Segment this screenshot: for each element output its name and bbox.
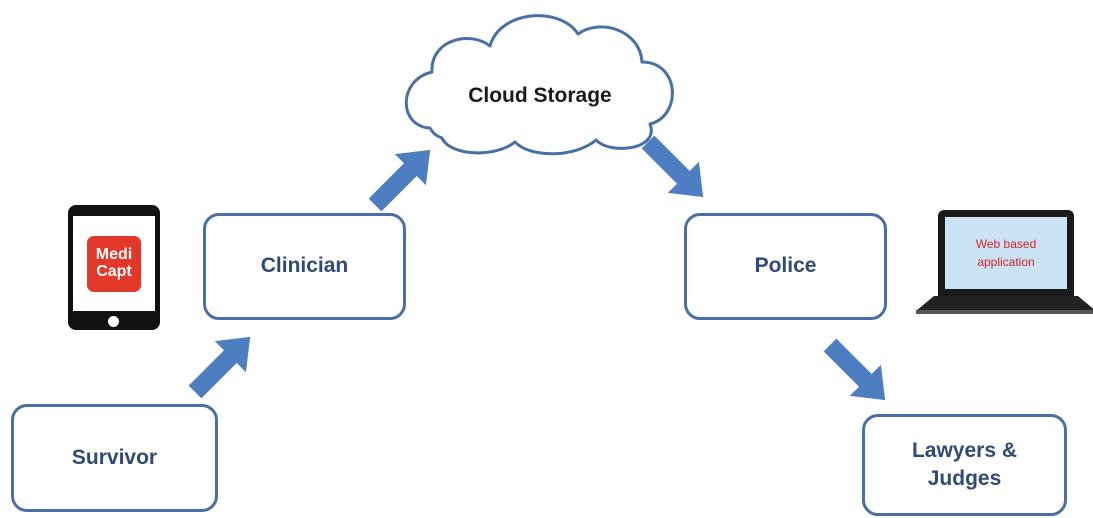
survivor-label: Survivor (71, 445, 158, 469)
arrow-survivor-to-clinician (188, 336, 251, 399)
laptop-lid: Web based application (938, 210, 1074, 296)
tablet-screen: Medi Capt (73, 216, 155, 311)
lawyers-judges-box: Lawyers & Judges (862, 414, 1067, 516)
laptop-icon: Web based application (916, 210, 1093, 320)
laptop-screen-text: Web based application (945, 217, 1067, 289)
medicapt-app-icon: Medi Capt (87, 235, 141, 292)
laptop-base-edge (916, 310, 1093, 314)
arrow-police-to-lawyers (823, 338, 886, 401)
police-label: Police (754, 254, 817, 278)
clinician-box: Clinician (203, 213, 406, 320)
lawyers-judges-label: Lawyers & Judges (911, 438, 1018, 490)
survivor-box: Survivor (11, 404, 218, 512)
cloud-storage-label: Cloud Storage (468, 84, 612, 107)
laptop-base (916, 296, 1093, 311)
arrow-clinician-to-cloud (368, 149, 431, 212)
tablet-icon: Medi Capt (68, 205, 160, 330)
tablet-home-button (108, 316, 119, 327)
web-app-label: Web based application (975, 237, 1037, 269)
arrow-cloud-to-police (641, 135, 704, 198)
cloud-shape (404, 14, 674, 156)
clinician-label: Clinician (260, 254, 349, 278)
police-box: Police (684, 213, 887, 320)
